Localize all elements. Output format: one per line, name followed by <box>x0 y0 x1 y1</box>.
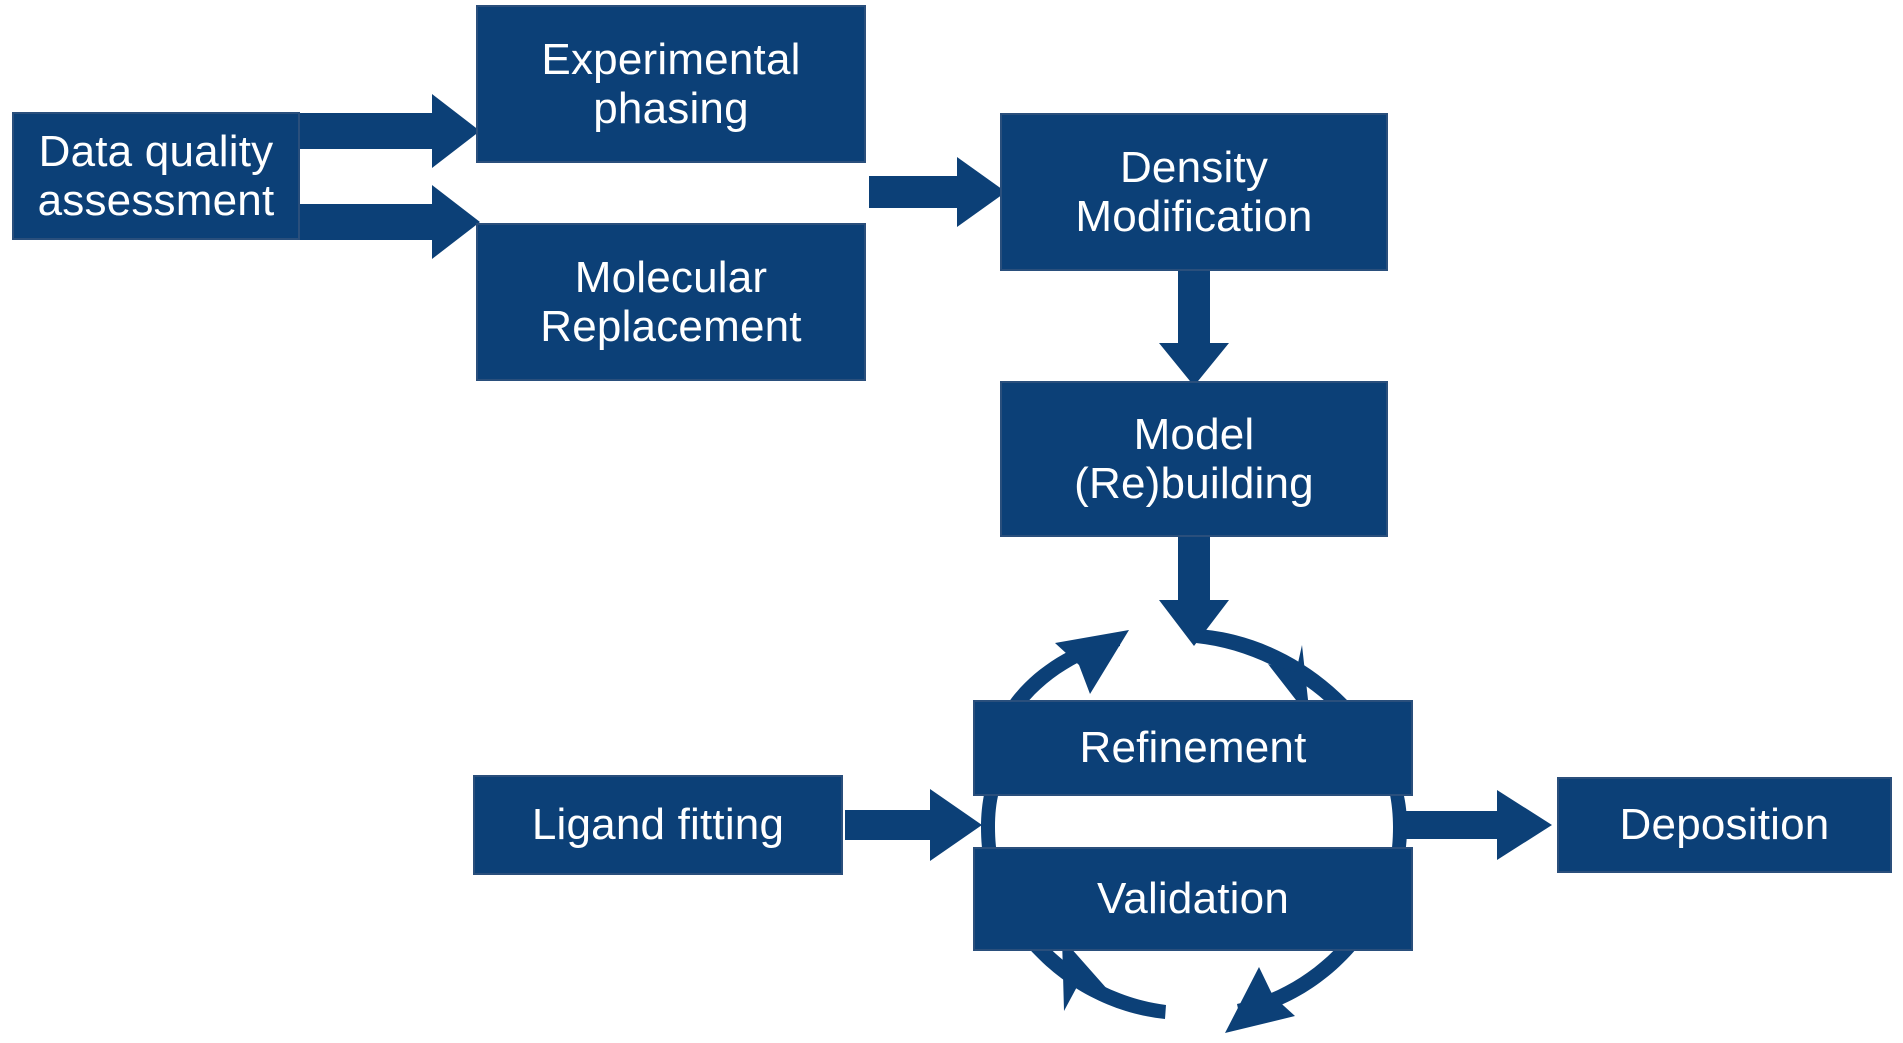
node-refinement[interactable]: Refinement <box>973 700 1413 796</box>
node-deposition[interactable]: Deposition <box>1557 777 1892 873</box>
node-label-model-rebuilding: Model (Re)building <box>1074 409 1314 508</box>
node-experimental-phasing[interactable]: Experimental phasing <box>476 5 866 163</box>
node-label-deposition: Deposition <box>1619 800 1830 850</box>
arrow-dqa-to-molecular-replacement <box>300 185 480 259</box>
node-validation[interactable]: Validation <box>973 847 1413 951</box>
arrow-dqa-to-experimental-phasing <box>300 94 480 168</box>
arrow-model-rebuilding-to-cycle <box>1159 537 1229 646</box>
node-model-rebuilding[interactable]: Model (Re)building <box>1000 381 1388 537</box>
node-molecular-replacement[interactable]: Molecular Replacement <box>476 223 866 381</box>
node-label-ligand-fitting: Ligand fitting <box>531 800 785 850</box>
node-label-molecular-replacement: Molecular Replacement <box>540 252 802 351</box>
arrow-phasing-to-density-modification <box>869 157 1006 227</box>
node-label-refinement: Refinement <box>1079 723 1307 773</box>
node-ligand-fitting[interactable]: Ligand fitting <box>473 775 843 875</box>
node-label-density-modification: Density Modification <box>1075 142 1313 241</box>
node-label-data-quality-assessment: Data quality assessment <box>37 126 275 225</box>
node-data-quality-assessment[interactable]: Data quality assessment <box>12 112 300 240</box>
node-label-experimental-phasing: Experimental phasing <box>541 34 801 133</box>
node-density-modification[interactable]: Density Modification <box>1000 113 1388 271</box>
arrow-ligand-fitting-to-cycle <box>845 789 982 861</box>
node-label-validation: Validation <box>1097 874 1289 924</box>
refinement-validation-cycle <box>981 629 1407 1033</box>
arrow-density-modification-to-model-rebuilding <box>1159 271 1229 386</box>
arrow-cycle-to-deposition <box>1405 790 1552 860</box>
